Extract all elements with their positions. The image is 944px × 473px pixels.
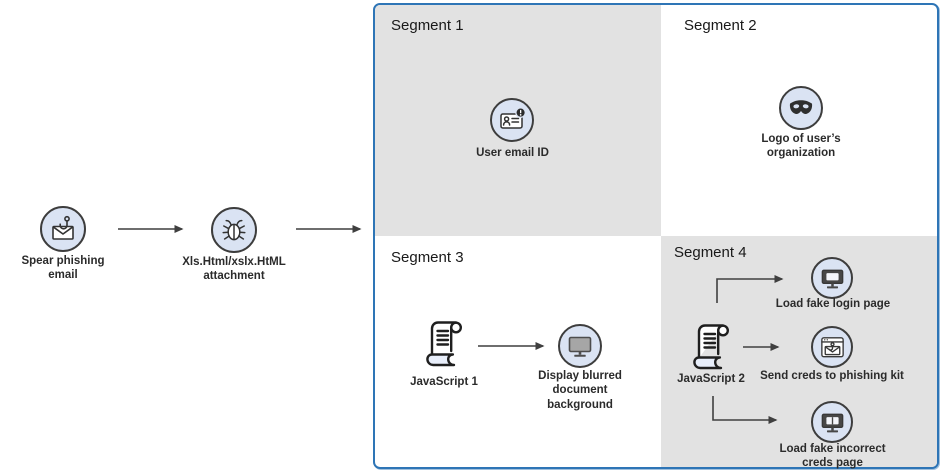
monitor-dialog-icon bbox=[818, 408, 847, 437]
spear-phishing-node bbox=[40, 206, 86, 252]
org-logo-label: Logo of user’s organization bbox=[761, 133, 841, 160]
user-email-id-label: User email ID bbox=[476, 147, 549, 159]
monitor-window-icon bbox=[818, 264, 847, 293]
javascript-1-node bbox=[424, 318, 464, 368]
mask-icon bbox=[786, 93, 816, 123]
blurred-background-node bbox=[558, 324, 602, 368]
javascript-2-node bbox=[691, 321, 731, 371]
user-email-id-node bbox=[490, 98, 534, 142]
browser-envelope-hook-icon bbox=[818, 333, 847, 362]
monitor-icon bbox=[565, 331, 595, 361]
segment-2-panel: Segment 2 bbox=[661, 5, 937, 236]
phishing-kit-label: Send creds to phishing kit bbox=[760, 370, 904, 382]
phishing-kit-node bbox=[811, 326, 853, 368]
segment-4-panel: Segment 4 bbox=[661, 236, 937, 467]
org-logo-node bbox=[779, 86, 823, 130]
incorrect-creds-node bbox=[811, 401, 853, 443]
incorrect-creds-label: Load fake incorrect creds page bbox=[779, 443, 886, 470]
spear-phishing-label: Spear phishing email bbox=[21, 255, 105, 282]
script-scroll-icon bbox=[424, 318, 464, 368]
segments-box: Segment 1 Segment 2 Segment 3 Segment 4 bbox=[373, 3, 939, 469]
segment-3-title: Segment 3 bbox=[391, 249, 464, 266]
segment-4-title: Segment 4 bbox=[674, 244, 747, 261]
fake-login-label: Load fake login page bbox=[775, 298, 891, 310]
segment-3-panel: Segment 3 bbox=[375, 236, 661, 467]
javascript-1-label: JavaScript 1 bbox=[410, 376, 478, 388]
script-scroll-icon bbox=[691, 321, 731, 371]
hooked-envelope-icon bbox=[48, 214, 78, 244]
fake-login-node bbox=[811, 257, 853, 299]
segment-1-title: Segment 1 bbox=[391, 17, 464, 34]
attachment-node bbox=[211, 207, 257, 253]
id-card-alert-icon bbox=[497, 105, 527, 135]
javascript-2-label: JavaScript 2 bbox=[677, 373, 745, 385]
blurred-background-label: Display blurred document background bbox=[538, 370, 622, 411]
attachment-label: Xls.Html/xslx.HtML attachment bbox=[182, 256, 286, 283]
segment-2-title: Segment 2 bbox=[684, 17, 757, 34]
bug-icon bbox=[219, 215, 249, 245]
